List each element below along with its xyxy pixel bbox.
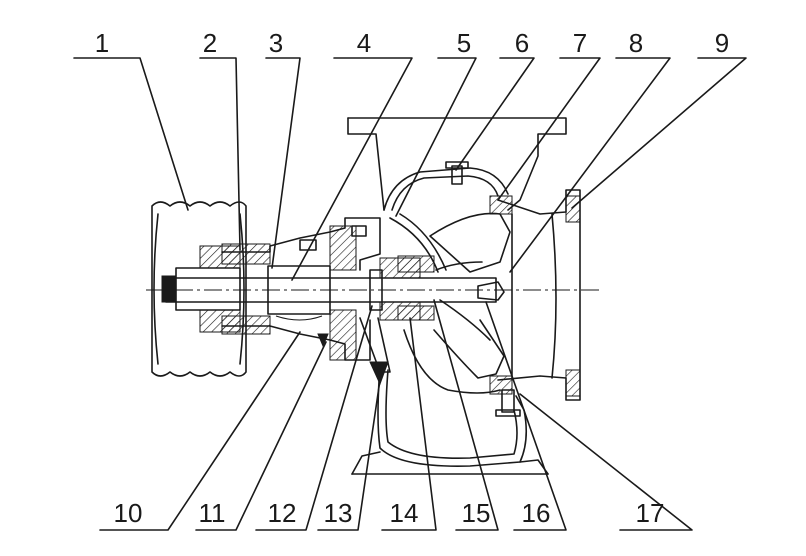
callout-leader-16: [485, 301, 567, 531]
callout-label-3: 3: [269, 28, 283, 58]
callout-leader-6: [455, 57, 535, 171]
callout-label-10: 10: [114, 498, 143, 528]
callout-leader-13: [317, 379, 381, 531]
callout-label-1: 1: [95, 28, 109, 58]
callout-leader-2: [199, 57, 241, 251]
callout-leader-11: [195, 341, 327, 531]
callout-label-11: 11: [199, 498, 226, 528]
impeller: [429, 212, 511, 379]
volute-casing: [347, 117, 567, 475]
callout-leader-4: [291, 57, 413, 281]
callout-label-17: 17: [636, 498, 665, 528]
callout-label-15: 15: [462, 498, 491, 528]
callout-label-7: 7: [573, 28, 587, 58]
callout-label-8: 8: [629, 28, 643, 58]
suction-nozzle: [489, 189, 581, 401]
callout-label-13: 13: [324, 498, 353, 528]
callout-label-14: 14: [390, 498, 419, 528]
callout-leader-9: [571, 57, 747, 209]
bolts: [351, 161, 521, 417]
callout-label-16: 16: [522, 498, 551, 528]
callout-leader-10: [99, 331, 301, 531]
callout-leader-3: [265, 57, 301, 269]
callout-label-2: 2: [203, 28, 217, 58]
callout-leader-1: [73, 57, 189, 211]
seal-gland: [359, 255, 435, 386]
callout-label-5: 5: [457, 28, 471, 58]
callout-leader-8: [509, 57, 671, 273]
callout-label-9: 9: [715, 28, 729, 58]
callout-label-6: 6: [515, 28, 529, 58]
bearing-housing: [221, 217, 381, 361]
callout-leader-17: [519, 393, 693, 531]
callout-leader-15: [433, 299, 499, 531]
callout-leader-12: [255, 305, 373, 531]
callout-label-4: 4: [357, 28, 371, 58]
callout-label-12: 12: [268, 498, 297, 528]
callout-leader-7: [497, 57, 601, 201]
callout-leader-5: [395, 57, 477, 217]
callout-leader-14: [381, 317, 437, 531]
